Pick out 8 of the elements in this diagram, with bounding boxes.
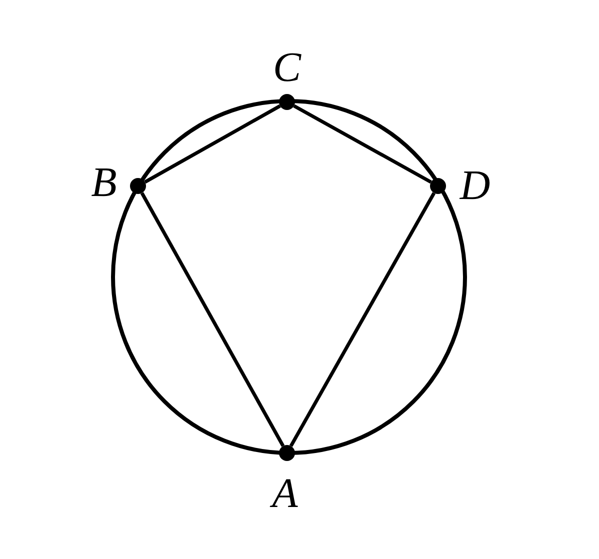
line-segment: [140, 192, 285, 447]
point-label: A: [272, 473, 298, 515]
line-segment: [289, 192, 436, 447]
point-label: B: [91, 162, 117, 204]
point-label: D: [460, 165, 490, 207]
point-label: C: [272, 47, 301, 89]
line-segment: [144, 104, 281, 184]
line-segment: [293, 104, 432, 184]
